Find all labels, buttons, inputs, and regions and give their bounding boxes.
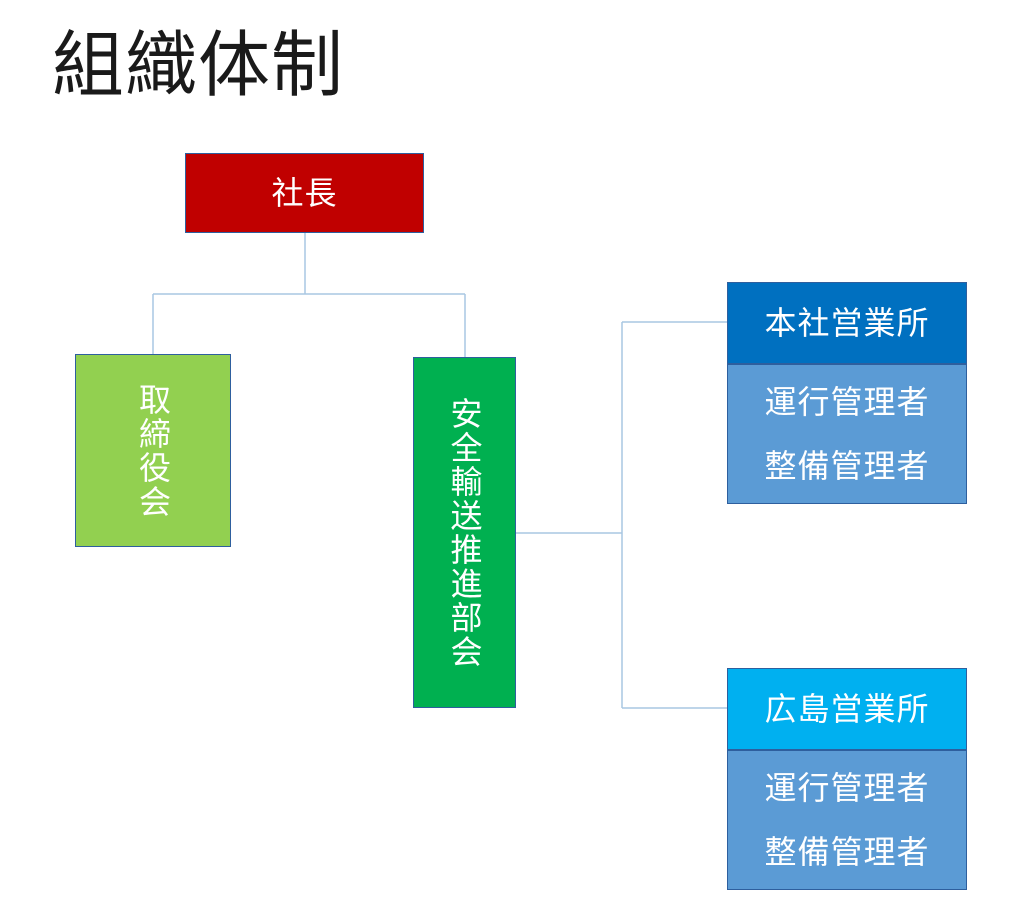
- hiroshima-staff-maintenance-manager: 整備管理者: [764, 833, 930, 871]
- safety-committee-box: 安全輸送推進部会: [413, 357, 516, 708]
- president-label: 社長: [271, 174, 338, 212]
- honsha-office-header: 本社営業所: [727, 282, 967, 364]
- honsha-office-label: 本社営業所: [764, 304, 930, 342]
- honsha-office-staff: 運行管理者 整備管理者: [727, 364, 967, 504]
- hiroshima-office-label: 広島営業所: [764, 690, 930, 728]
- page-title: 組織体制: [52, 23, 345, 107]
- president-box: 社長: [185, 153, 424, 233]
- hiroshima-staff-operations-manager: 運行管理者: [764, 769, 930, 807]
- board-box: 取締役会: [75, 354, 231, 547]
- honsha-staff-operations-manager: 運行管理者: [764, 383, 930, 421]
- hiroshima-office-header: 広島営業所: [727, 668, 967, 750]
- hiroshima-office-staff: 運行管理者 整備管理者: [727, 750, 967, 890]
- honsha-staff-maintenance-manager: 整備管理者: [764, 447, 930, 485]
- safety-committee-label: 安全輸送推進部会: [445, 396, 484, 669]
- board-label: 取締役会: [134, 382, 172, 519]
